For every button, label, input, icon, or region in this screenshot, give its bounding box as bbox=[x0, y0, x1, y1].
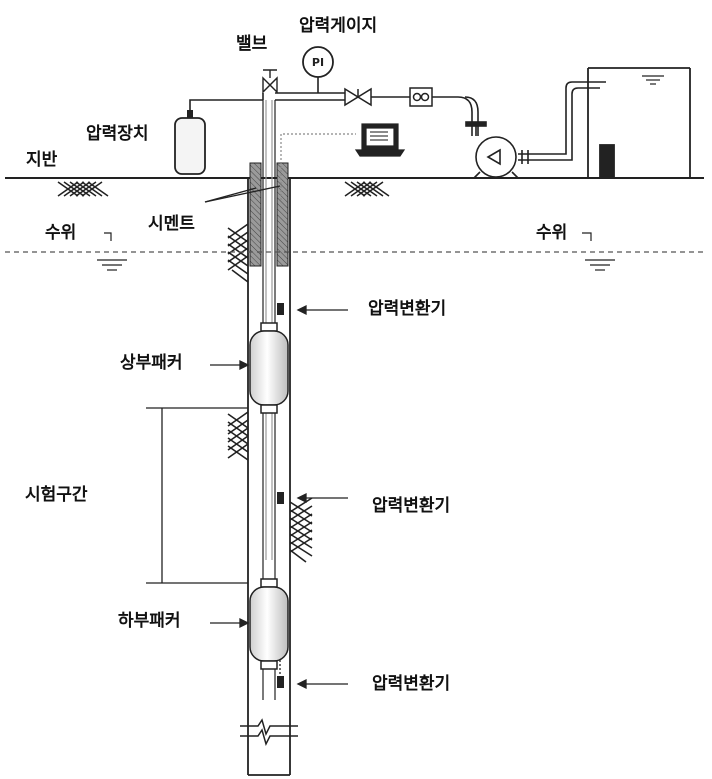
cement-left bbox=[249, 162, 262, 267]
lower-packer-icon bbox=[249, 578, 289, 670]
transducer-label-bottom: 압력변환기 bbox=[372, 674, 451, 694]
transducer-label-middle: 압력변환기 bbox=[372, 496, 451, 516]
valve-label: 밸브 bbox=[236, 34, 268, 54]
cement-label: 시멘트 bbox=[148, 214, 195, 234]
water-level-marker-right bbox=[582, 232, 615, 271]
water-level-label-left: 수위 bbox=[45, 223, 77, 243]
rock-hatch bbox=[227, 223, 313, 563]
transducer-bottom-icon bbox=[277, 676, 284, 688]
surface-piping bbox=[189, 81, 606, 161]
pressure-device-label: 압력장치 bbox=[86, 124, 149, 144]
flowmeter-icon bbox=[409, 87, 433, 107]
upper-packer-icon bbox=[249, 322, 289, 414]
laptop-icon bbox=[354, 123, 406, 157]
borehole bbox=[247, 178, 291, 776]
water-level-label-right: 수위 bbox=[536, 223, 568, 243]
ground-hatch-right bbox=[344, 181, 390, 197]
break-symbol bbox=[240, 718, 298, 747]
pressure-device-icon bbox=[174, 110, 206, 175]
pressure-gauge-symbol: PI bbox=[312, 56, 324, 69]
inline-valve-icon bbox=[344, 87, 372, 107]
test-section-label: 시험구간 bbox=[25, 485, 88, 505]
transducer-middle-icon bbox=[277, 492, 284, 504]
tank-icon bbox=[587, 67, 691, 179]
upper-packer-label: 상부패커 bbox=[120, 353, 183, 373]
pump-icon bbox=[465, 121, 529, 179]
ground-hatch-left bbox=[57, 181, 109, 197]
data-cable bbox=[280, 133, 356, 200]
water-level-marker-left bbox=[97, 232, 127, 271]
ground-label: 지반 bbox=[26, 150, 58, 170]
pressure-gauge-icon: PI bbox=[302, 46, 334, 93]
lower-packer-label: 하부패커 bbox=[118, 611, 181, 631]
transducer-top-icon bbox=[277, 303, 284, 315]
pressure-gauge-label: 압력게이지 bbox=[299, 16, 378, 36]
test-section-dimension bbox=[146, 407, 248, 584]
valve-icon bbox=[262, 69, 278, 94]
cement-right bbox=[276, 162, 289, 267]
leaders bbox=[204, 185, 348, 690]
transducer-label-top: 압력변환기 bbox=[368, 299, 447, 319]
